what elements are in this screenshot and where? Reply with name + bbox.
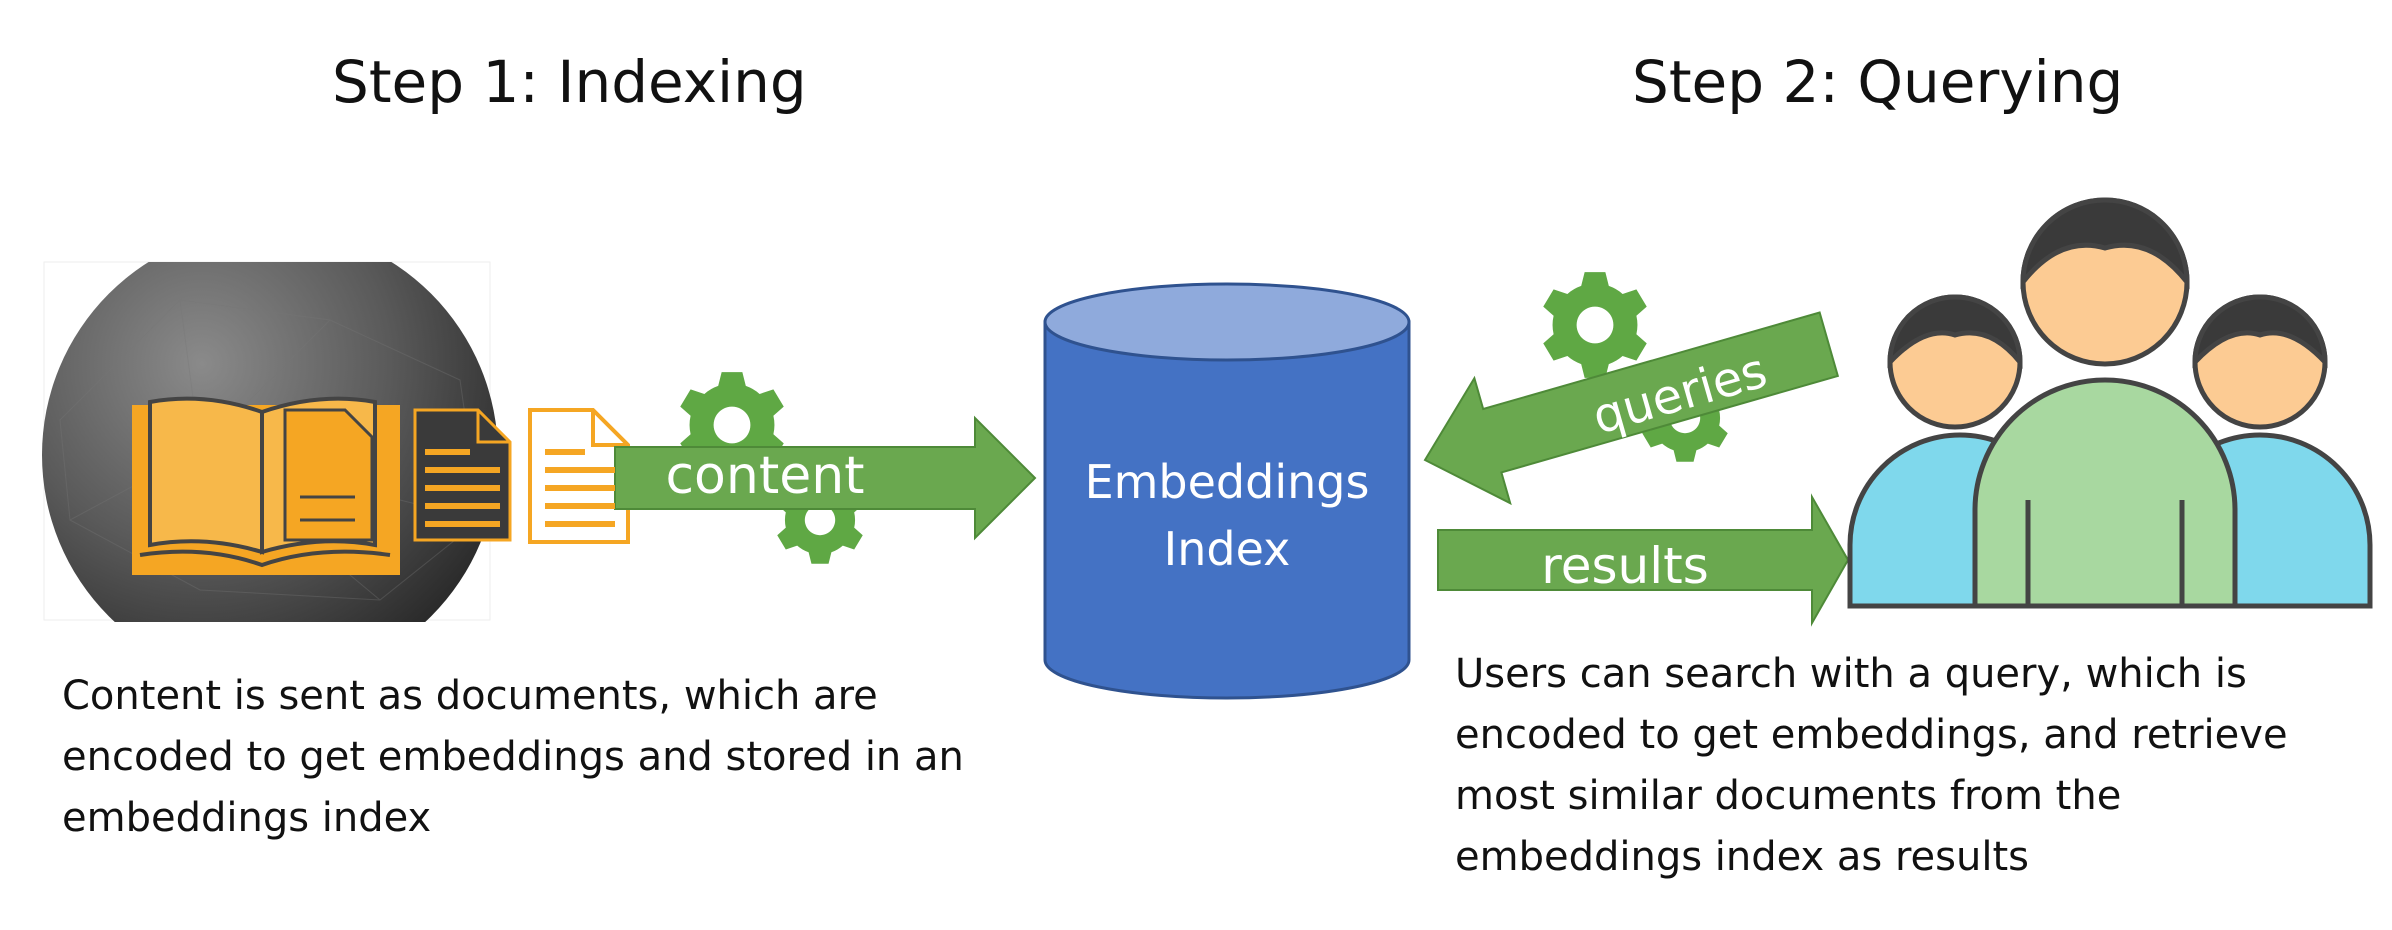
step1-title: Step 1: Indexing [332,48,807,116]
step1-caption: Content is sent as documents, which are … [62,666,964,849]
index-label-line2: Index [1164,522,1291,576]
step2-caption: Users can search with a query, which is … [1455,644,2288,888]
index-label-line1: Embeddings [1085,455,1370,509]
step1-caption-line: embeddings index [62,795,432,841]
step2-caption-line: Users can search with a query, which is [1455,651,2247,697]
cylinder-database-icon [1043,282,1411,700]
content-arrow [614,415,1037,541]
document-icon [413,408,512,542]
step2-caption-line: encoded to get embeddings, and retrieve [1455,712,2288,758]
results-arrow [1437,493,1850,627]
users-group-icon [1847,197,2373,609]
step2-caption-line: most similar documents from the [1455,773,2122,819]
document-lines [545,449,615,527]
book-icon [132,396,400,575]
step2-caption-line: embeddings index as results [1455,834,2029,880]
queries-arrow [1423,311,1840,506]
step2-title: Step 2: Querying [1632,48,2124,116]
step1-caption-line: Content is sent as documents, which are [62,673,878,719]
content-arrow-label: content [665,446,864,506]
step1-caption-line: encoded to get embeddings and stored in … [62,734,964,780]
results-arrow-label: results [1541,537,1709,595]
